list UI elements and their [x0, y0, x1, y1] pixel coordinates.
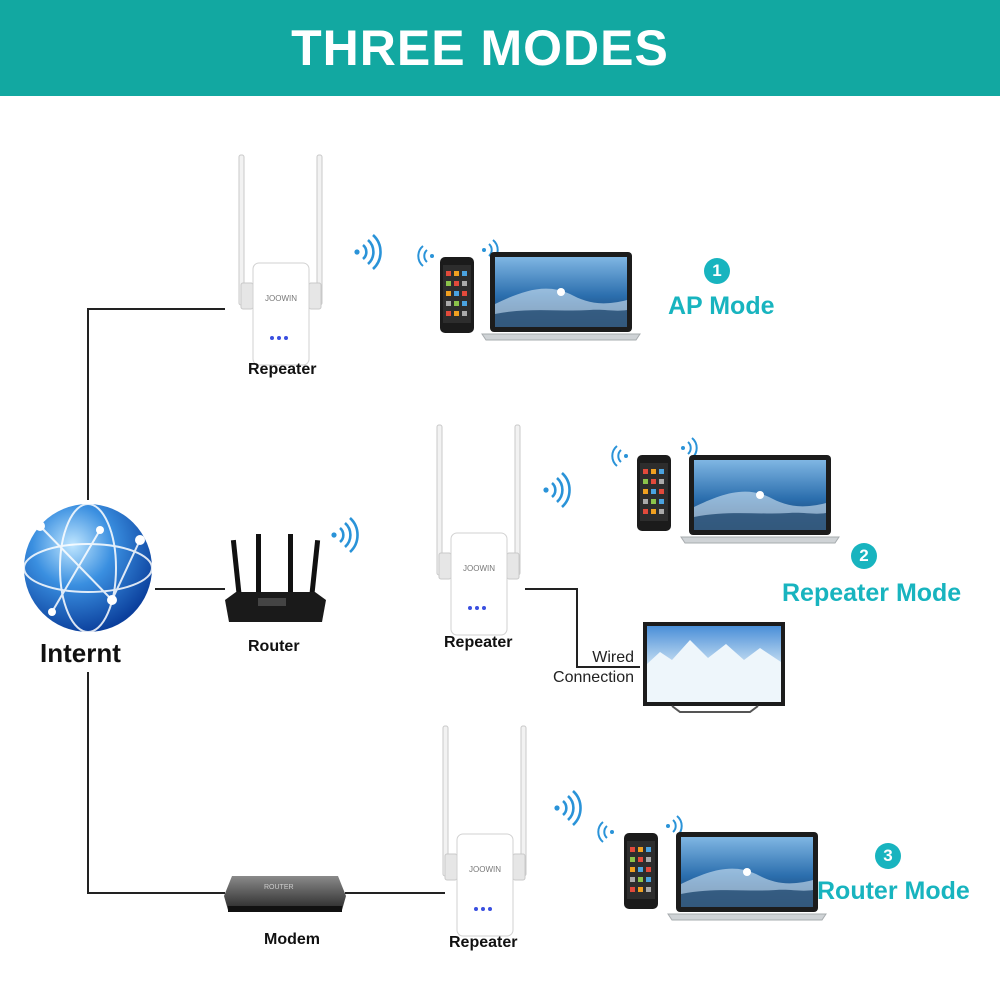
- repeater-bottom-label: Repeater: [449, 934, 518, 951]
- svg-text:ROUTER: ROUTER: [264, 884, 294, 891]
- modem-label: Modem: [264, 931, 320, 948]
- wired-connection-label: Wired Connection: [548, 648, 634, 688]
- laptop-icon: [680, 454, 840, 544]
- repeater-bottom-icon: [442, 725, 527, 937]
- repeater-mid-icon: [436, 424, 521, 636]
- phone-icon: [624, 833, 658, 909]
- repeater-top-label: Repeater: [248, 361, 317, 378]
- repeater-top-icon: [238, 154, 323, 366]
- mode-2-badge: 2: [851, 543, 877, 569]
- repeater-mid-label: Repeater: [444, 634, 513, 651]
- mode-3-label: Router Mode: [817, 877, 970, 905]
- wifi-small-icon: [597, 821, 615, 843]
- laptop-icon: [481, 251, 641, 341]
- tv-icon: [643, 622, 785, 713]
- connection-lines: [87, 308, 640, 894]
- mode-1-badge: 1: [704, 258, 730, 284]
- router-label: Router: [248, 638, 300, 655]
- phone-icon: [440, 257, 474, 333]
- wifi-signal-icon: [553, 789, 582, 827]
- router-icon: [225, 534, 326, 622]
- mode-1-label: AP Mode: [668, 292, 775, 320]
- laptop-icon: [667, 831, 827, 921]
- wifi-signal-icon: [542, 471, 571, 509]
- internet-label: Internt: [40, 638, 121, 668]
- wired-label-line1: Wired: [592, 649, 634, 666]
- mode-2-label: Repeater Mode: [782, 579, 962, 607]
- modem-icon: ROUTER: [224, 876, 346, 912]
- internet-globe-icon: [23, 503, 153, 633]
- header-banner: THREE MODES: [0, 0, 1000, 96]
- wired-label-line2: Connection: [553, 669, 634, 686]
- wifi-small-icon: [611, 445, 629, 467]
- wifi-small-icon: [417, 245, 435, 267]
- wifi-signal-icon: [330, 516, 359, 554]
- wifi-signal-icon: [353, 233, 382, 271]
- mode-3-badge: 3: [875, 843, 901, 869]
- page-title: THREE MODES: [291, 20, 669, 76]
- phone-icon: [637, 455, 671, 531]
